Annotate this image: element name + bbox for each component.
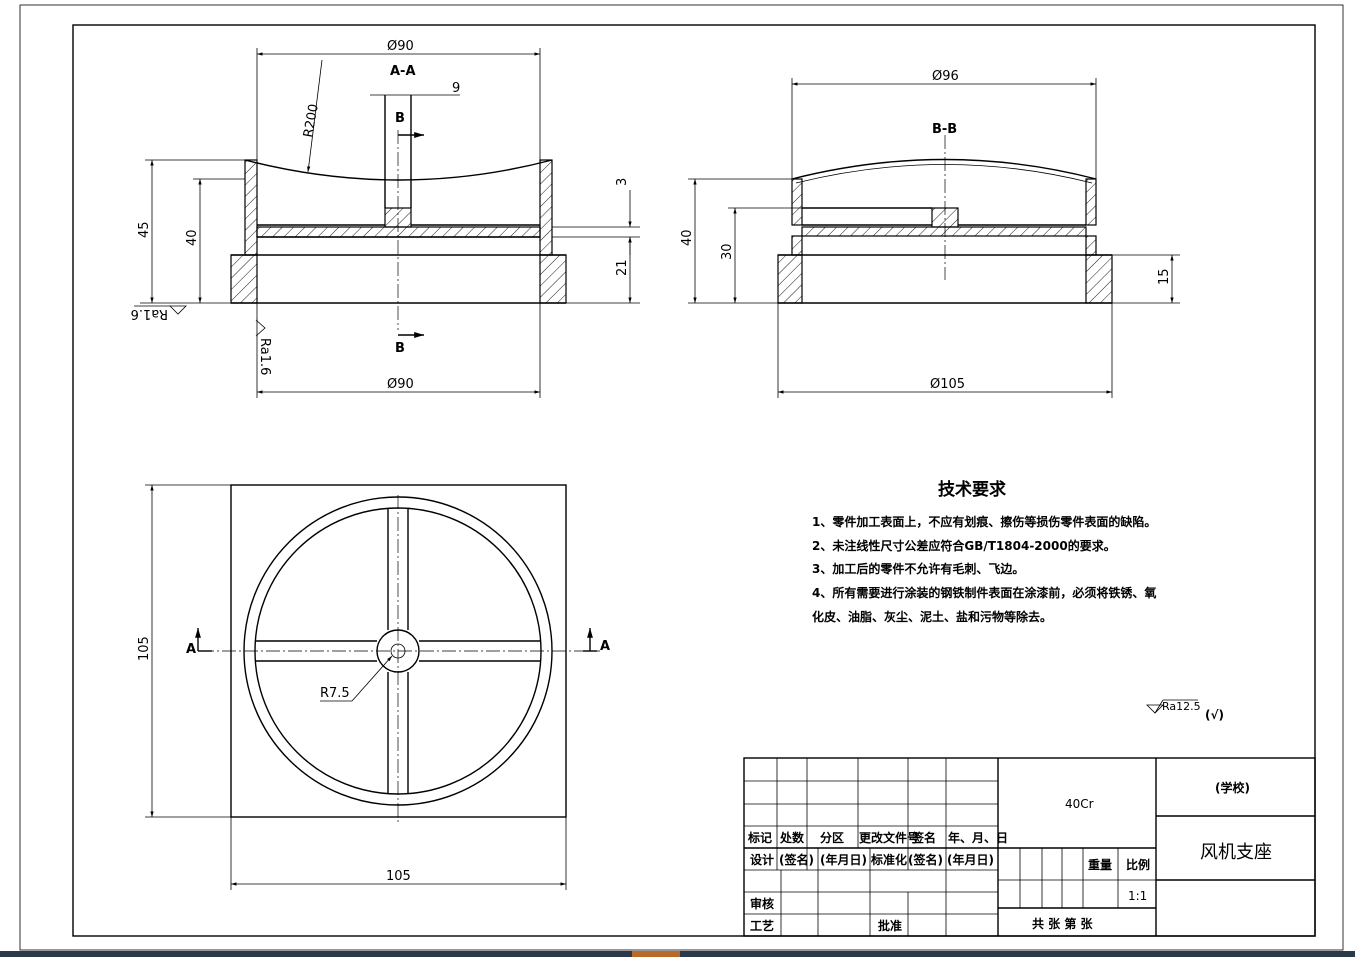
tech-req-item-2: 2、未注线性尺寸公差应符合GB/T1804-2000的要求。 xyxy=(812,538,1116,553)
tb-design-label: 设计 xyxy=(750,852,774,867)
section-bb-title: B-B xyxy=(932,122,957,137)
dim-thickness-3: 3 xyxy=(615,178,630,186)
dim-width-105: 105 xyxy=(386,869,411,884)
dim-bottom-diameter-aa: Ø90 xyxy=(387,377,414,392)
dim-slot-width: 9 xyxy=(452,81,460,96)
top-view: A A R7.5 105 105 xyxy=(137,484,610,890)
tb-process-label: 工艺 xyxy=(750,918,774,933)
tb-scale-value: 1:1 xyxy=(1128,889,1147,903)
tb-hdr-count: 处数 xyxy=(779,830,805,845)
general-roughness-value: Ra12.5 xyxy=(1162,700,1201,713)
roughness-ra16-left: Ra1.6 xyxy=(131,306,168,321)
inner-frame xyxy=(72,24,1316,937)
tb-scale-label: 比例 xyxy=(1126,857,1150,872)
tb-design-sign: (签名) xyxy=(779,852,814,867)
tech-req-item-4: 4、所有需要进行涂装的钢铁制件表面在涂漆前，必须将铁锈、氧 xyxy=(812,585,1156,600)
tb-hdr-zone: 分区 xyxy=(820,830,844,845)
section-aa-title: A-A xyxy=(390,64,416,79)
dim-height-105: 105 xyxy=(137,636,152,661)
tb-weight-label: 重量 xyxy=(1088,857,1112,872)
tb-hdr-change-doc: 更改文件号 xyxy=(859,830,919,845)
dim-height-40-bb: 40 xyxy=(680,229,695,246)
dim-height-40-aa: 40 xyxy=(185,229,200,246)
section-b-marker-bottom: B xyxy=(395,341,405,356)
tb-approve-label: 批准 xyxy=(878,918,902,933)
outer-border xyxy=(19,4,1344,951)
dim-height-15: 15 xyxy=(1157,268,1172,285)
tb-hdr-sign: 签名 xyxy=(911,830,936,845)
tb-standardize-label: 标准化 xyxy=(870,852,907,867)
technical-requirements: 技术要求 1、零件加工表面上，不应有划痕、擦伤等损伤零件表面的缺陷。 2、未注线… xyxy=(812,479,1224,722)
section-bb-view: B-B Ø96 40 30 15 Ø105 xyxy=(680,69,1180,398)
section-a-marker-right: A xyxy=(600,639,610,654)
tech-req-title: 技术要求 xyxy=(938,479,1006,500)
tech-req-item-1: 1、零件加工表面上，不应有划痕、擦伤等损伤零件表面的缺陷。 xyxy=(812,514,1156,529)
tb-school: (学校) xyxy=(1215,780,1250,795)
tb-part-name: 风机支座 xyxy=(1200,842,1272,863)
tech-req-item-3: 3、加工后的零件不允许有毛刺、飞边。 xyxy=(812,561,1024,576)
tb-hdr-mark: 标记 xyxy=(747,830,772,845)
general-roughness-suffix: (√) xyxy=(1205,708,1224,722)
tech-req-item-5: 化皮、油脂、灰尘、泥土、盐和污物等除去。 xyxy=(812,609,1052,624)
taskbar-active-item[interactable] xyxy=(632,951,680,957)
dim-radius-r75: R7.5 xyxy=(320,686,350,701)
dim-radius-r200: R200 xyxy=(301,103,322,139)
dim-bottom-diameter-bb: Ø105 xyxy=(930,377,965,392)
tb-design-date: (年月日) xyxy=(820,852,867,867)
title-block: 标记 处数 分区 更改文件号 签名 年、月、日 设计 (签名) (年月日) 标准… xyxy=(743,757,1316,937)
tb-standardize-date: (年月日) xyxy=(947,852,994,867)
section-a-marker-left: A xyxy=(186,642,196,657)
dim-height-45: 45 xyxy=(137,221,152,238)
dim-height-30: 30 xyxy=(720,243,735,260)
tb-standardize-sign: (签名) xyxy=(908,852,943,867)
section-b-marker-top: B xyxy=(395,111,405,126)
dim-top-diameter-bb: Ø96 xyxy=(932,69,959,84)
dim-top-diameter-aa: Ø90 xyxy=(387,39,414,54)
section-aa-view: B B A-A Ø90 9 R200 45 40 3 21 xyxy=(131,39,640,398)
tb-sheets: 共 张 第 张 xyxy=(1032,916,1094,931)
roughness-ra16-bottom: Ra1.6 xyxy=(257,338,272,375)
dim-height-21: 21 xyxy=(615,259,630,276)
tb-hdr-date: 年、月、日 xyxy=(948,830,1008,845)
tb-material: 40Cr xyxy=(1065,797,1094,811)
tb-review-label: 审核 xyxy=(750,896,774,911)
